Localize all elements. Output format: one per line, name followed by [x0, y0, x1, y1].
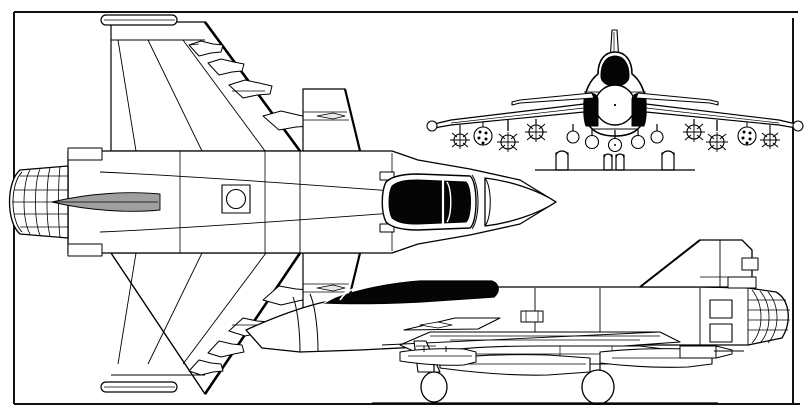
front-gear-and-stores-inner-port [566, 124, 600, 150]
front-view-group [426, 29, 804, 171]
plan-view-group [8, 14, 557, 395]
front-store-finned-d [525, 122, 547, 142]
plan-exhaust-nozzle [8, 165, 69, 239]
front-store-cluster-b2 [737, 126, 757, 146]
side-landing-gear [420, 364, 615, 405]
plan-canopy [381, 173, 477, 231]
front-gear-and-stores-inner-stbd [630, 124, 664, 150]
front-store-cluster-b [473, 126, 493, 146]
side-store-rear [679, 345, 733, 359]
front-store-finned-d2 [683, 122, 705, 142]
side-canopy [323, 280, 499, 305]
side-vertical-tail [639, 239, 759, 289]
front-centerline-store [607, 130, 623, 153]
front-port-stores [450, 119, 600, 152]
plan-nose-and-canopy [471, 174, 557, 230]
side-pylon-bomb-left [399, 346, 477, 366]
front-wingtip-rails [426, 120, 804, 132]
plan-port-tailplane [302, 88, 362, 152]
plan-starboard-wingtip-missile [100, 381, 178, 393]
plan-port-wingtip-missile [100, 14, 178, 26]
plan-port-underwing-stores [188, 40, 313, 131]
front-wings [433, 92, 797, 129]
front-store-finned-a [450, 131, 470, 149]
front-store-finned-c [497, 132, 519, 152]
front-store-finned-c2 [706, 132, 728, 152]
front-landing-gear [555, 150, 675, 171]
side-view-group [245, 239, 790, 405]
side-tailplane [403, 317, 501, 331]
plan-centerline-store [51, 192, 161, 212]
front-starboard-stores [607, 119, 780, 153]
front-store-finned-a2 [760, 131, 780, 149]
